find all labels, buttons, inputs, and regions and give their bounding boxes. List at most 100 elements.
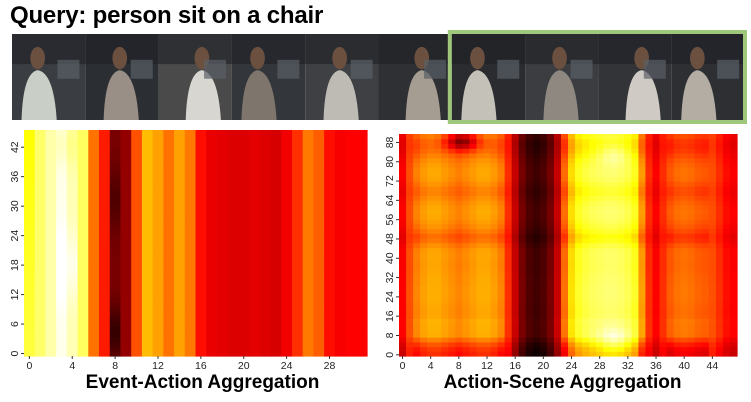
- heatmap-cell: [694, 190, 703, 196]
- heatmap-cell: [291, 203, 304, 210]
- heatmap-cell: [476, 351, 485, 357]
- heatmap-cell: [490, 157, 499, 163]
- heatmap-cell: [238, 174, 250, 180]
- heatmap-cell: [313, 193, 325, 200]
- heatmap-cell: [476, 308, 485, 315]
- heatmap-cell: [427, 275, 435, 282]
- heatmap-cell: [610, 181, 618, 187]
- heatmap-cell: [589, 275, 597, 282]
- heatmap-cell: [163, 188, 175, 195]
- heatmap-cell: [399, 294, 407, 300]
- heatmap-cell: [638, 322, 647, 329]
- heatmap-cell: [624, 266, 632, 272]
- heatmap-cell: [666, 152, 675, 159]
- heatmap-cell: [216, 277, 229, 283]
- heatmap-cell: [227, 213, 239, 220]
- heatmap-cell: [66, 336, 79, 342]
- heatmap-cell: [687, 143, 696, 149]
- heatmap-cell: [553, 270, 562, 277]
- heatmap-cell: [476, 346, 485, 352]
- heatmap-cell: [575, 351, 583, 357]
- heatmap-cell: [715, 143, 724, 149]
- heatmap-cell: [131, 223, 143, 229]
- heatmap-cell: [680, 237, 689, 244]
- heatmap-cell: [589, 304, 597, 310]
- heatmap-cell: [610, 162, 618, 168]
- heatmap-cell: [511, 275, 520, 282]
- heatmap-cell: [589, 346, 597, 352]
- heatmap-cell: [356, 203, 368, 210]
- heatmap-cell: [462, 256, 471, 263]
- heatmap-cell: [603, 152, 611, 159]
- heatmap-cell: [420, 162, 428, 168]
- heatmap-cell: [195, 233, 207, 239]
- heatmap-cell: [441, 237, 449, 244]
- heatmap-cell: [610, 143, 618, 149]
- heatmap-cell: [334, 297, 347, 303]
- heatmap-cell: [334, 292, 347, 298]
- heatmap-cell: [227, 316, 239, 323]
- heatmap-cell: [281, 159, 293, 165]
- heatmap-cell: [334, 193, 347, 200]
- heatmap-cell: [694, 185, 703, 192]
- heatmap-cell: [659, 190, 668, 196]
- heatmap-cell: [88, 134, 100, 141]
- heatmap-cell: [163, 184, 175, 190]
- heatmap-cell: [345, 179, 357, 185]
- heatmap-cell: [476, 242, 485, 248]
- heatmap-cell: [356, 267, 368, 274]
- heatmap-cell: [281, 238, 293, 244]
- heatmap-cell: [406, 327, 414, 333]
- heatmap-cell: [216, 208, 229, 215]
- heatmap-cell: [659, 252, 668, 258]
- heatmap-cell: [652, 181, 661, 187]
- heatmap-cell: [109, 282, 122, 288]
- heatmap-cell: [141, 311, 154, 318]
- heatmap-cell: [66, 301, 79, 308]
- heatmap-cell: [334, 326, 347, 333]
- heatmap-cell: [469, 327, 478, 333]
- heatmap-cell: [302, 223, 315, 229]
- heatmap-cell: [195, 326, 207, 333]
- heatmap-cell: [413, 148, 421, 154]
- heatmap-cell: [652, 322, 661, 329]
- heatmap-cell: [270, 336, 282, 342]
- heatmap-cell: [603, 143, 611, 149]
- heatmap-cell: [638, 299, 647, 305]
- heatmap-cell: [152, 228, 164, 234]
- heatmap-cell: [462, 204, 471, 211]
- heatmap-cell: [281, 134, 293, 141]
- heatmap-cell: [131, 144, 143, 151]
- heatmap-cell: [687, 313, 696, 319]
- heatmap-cell: [24, 277, 36, 283]
- heatmap-cell: [666, 148, 675, 154]
- heatmap-cell: [490, 327, 499, 333]
- heatmap-cell: [238, 149, 250, 156]
- heatmap-cell: [568, 346, 576, 352]
- heatmap-cell: [462, 313, 471, 319]
- heatmap-cell: [518, 304, 527, 310]
- heatmap-cell: [560, 318, 569, 324]
- heatmap-cell: [539, 157, 548, 163]
- heatmap-cell: [413, 304, 421, 310]
- heatmap-cell: [141, 351, 154, 357]
- heatmap-cell: [88, 188, 100, 195]
- heatmap-cell: [120, 267, 132, 274]
- heatmap-cell: [291, 257, 304, 264]
- heatmap-cell: [195, 243, 207, 249]
- heatmap-cell: [77, 326, 89, 333]
- heatmap-cell: [525, 322, 534, 329]
- heatmap-cell: [673, 266, 682, 272]
- heatmap-cell: [206, 321, 218, 328]
- heatmap-cell: [45, 130, 57, 136]
- heatmap-cell: [575, 299, 583, 305]
- heatmap-cell: [666, 167, 675, 173]
- heatmap-cell: [131, 341, 143, 347]
- heatmap-cell: [434, 167, 442, 173]
- heatmap-cell: [680, 223, 689, 230]
- heatmap-cell: [729, 327, 738, 333]
- heatmap-cell: [553, 327, 562, 333]
- heatmap-cell: [195, 213, 207, 220]
- heatmap-cell: [163, 262, 175, 269]
- heatmap-cell: [645, 209, 654, 215]
